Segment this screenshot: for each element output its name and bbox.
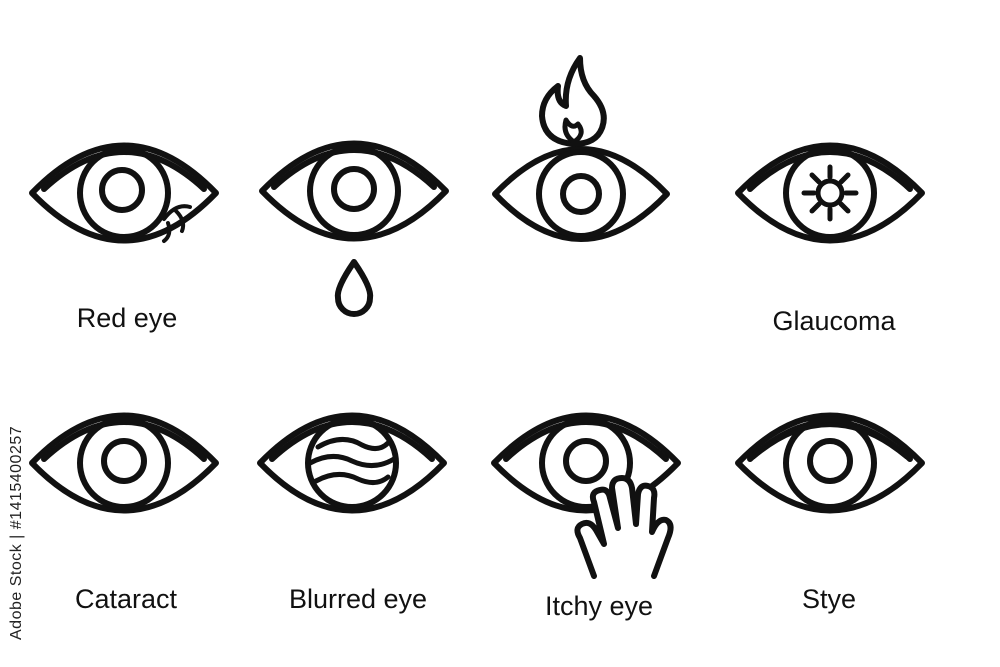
teardrop-icon [334,259,374,317]
label-glaucoma: Glaucoma [772,306,896,336]
eye-with-wavy-iris-icon [252,398,452,528]
eye-with-veins-icon [24,128,224,258]
eye-with-hand-icon [486,398,686,528]
label-blurred-eye: Blurred eye [288,584,428,614]
eye-with-thick-lid-icon [730,398,930,528]
hand-icon [574,475,674,579]
eye-with-sun-pupil-icon [730,128,930,258]
eye-icon [24,398,224,528]
stock-id-text: Adobe Stock | #1415400257 [8,425,25,640]
label-red-eye: Red eye [76,303,178,333]
label-cataract: Cataract [74,584,178,614]
eye-with-teardrop-icon [254,126,454,256]
label-itchy-eye: Itchy eye [544,591,654,621]
eye-with-flame-icon [492,146,670,242]
flame-icon [539,55,607,147]
label-stye: Stye [801,584,857,614]
